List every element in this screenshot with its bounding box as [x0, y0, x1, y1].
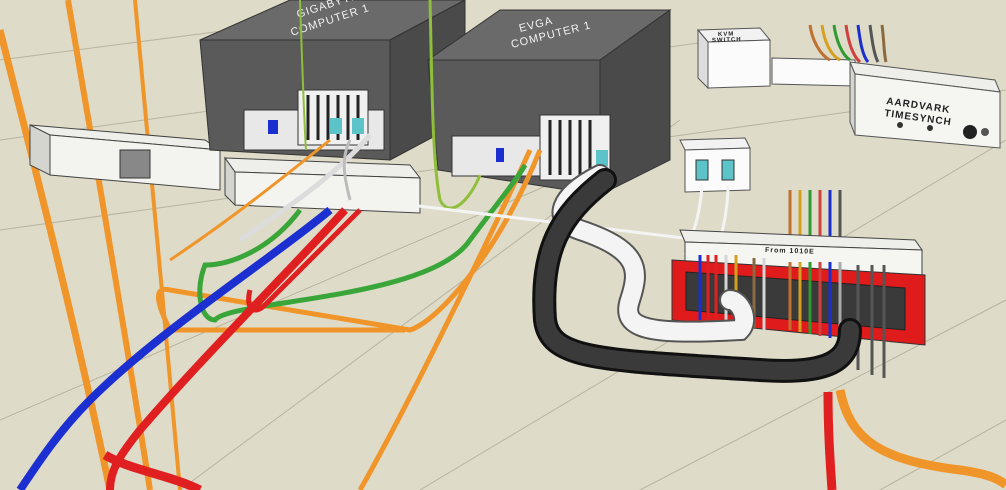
middle-rack-unit — [224, 156, 422, 214]
grey-cable-2 — [342, 139, 352, 201]
orange-cable-lower-right — [835, 389, 1006, 489]
evga-computer: EVGA COMPUTER 1 — [426, 9, 672, 196]
orange-cable-vertical-3 — [133, 0, 182, 490]
aardvark-timesynch: AARDVARK TIMESYNCH — [849, 61, 1001, 149]
dual-jack-box — [679, 137, 751, 193]
orange-cable-vertical-2 — [65, 0, 153, 490]
green-cable-vertical — [299, 0, 307, 151]
blue-cable — [16, 206, 333, 490]
orange-loop-3 — [169, 138, 331, 262]
green-cable-loop — [197, 163, 528, 323]
orange-loop-2 — [357, 148, 533, 490]
kvm-label-line1: KVM — [718, 31, 735, 38]
orange-loop-1 — [155, 149, 543, 333]
red-cable-bottom — [102, 451, 203, 490]
top-right-connector-cluster — [808, 24, 888, 64]
grey-cable-1 — [238, 133, 372, 243]
gigabyte-computer: GIGABYTE COMPUTER 1 — [199, 0, 466, 161]
kvm-switch: KVM SWITCH — [696, 27, 772, 90]
red-cable-lower-right — [823, 391, 837, 490]
red-cable-2 — [246, 208, 362, 313]
kvm-label-line2: SWITCH — [712, 37, 742, 44]
panel-label: From 1010E — [765, 247, 815, 256]
panel-top-connectors — [788, 190, 842, 240]
large-black-cable-highlight — [535, 171, 859, 380]
left-rack-unit — [29, 124, 221, 191]
spare-block — [771, 57, 856, 87]
orange-cable-vertical-1 — [0, 29, 114, 490]
yellow-green-cable — [428, 0, 482, 210]
